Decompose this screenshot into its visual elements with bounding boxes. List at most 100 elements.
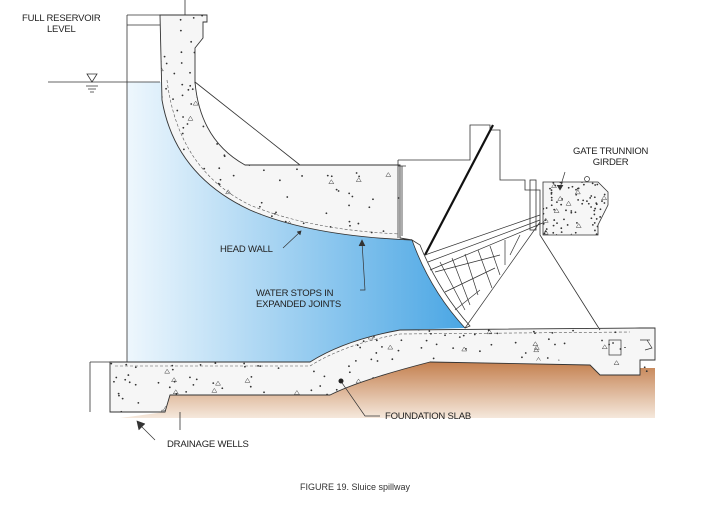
aggregate-dot — [189, 84, 192, 87]
aggregate-dot — [582, 199, 585, 202]
aggregate-dot — [590, 195, 593, 197]
aggregate-triangle — [225, 189, 232, 195]
aggregate-dot — [312, 101, 315, 104]
aggregate-dot — [428, 330, 431, 332]
aggregate-dot — [553, 208, 556, 211]
aggregate-dot — [370, 231, 373, 234]
aggregate-dot — [601, 339, 603, 342]
aggregate-dot — [328, 78, 331, 80]
aggregate-dot — [349, 35, 352, 38]
aggregate-dot — [307, 92, 310, 95]
aggregate-dot — [357, 77, 359, 80]
aggregate-dot — [230, 15, 233, 16]
aggregate-dot — [353, 94, 356, 97]
aggregate-dot — [250, 375, 253, 378]
aggregate-dot — [563, 218, 565, 221]
reservoir-water — [127, 82, 465, 362]
aggregate-dot — [277, 367, 280, 370]
aggregate-dot — [612, 342, 614, 344]
aggregate-dot — [381, 345, 383, 348]
aggregate-dot — [403, 217, 405, 220]
aggregate-dot — [348, 220, 351, 223]
aggregate-dot — [249, 385, 252, 388]
aggregate-dot — [113, 380, 115, 383]
aggregate-dot — [550, 196, 553, 199]
aggregate-dot — [435, 343, 438, 346]
aggregate-dot — [619, 348, 622, 350]
aggregate-dot — [594, 207, 597, 210]
aggregate-dot — [278, 179, 281, 182]
aggregate-dot — [222, 48, 224, 50]
aggregate-dot — [349, 19, 352, 22]
aggregate-dot — [560, 203, 563, 206]
aggregate-dot — [272, 114, 275, 117]
aggregate-dot — [269, 100, 272, 102]
aggregate-dot — [202, 125, 205, 128]
aggregate-dot — [593, 222, 596, 224]
aggregate-dot — [121, 397, 124, 400]
aggregate-dot — [576, 222, 578, 224]
aggregate-triangle — [533, 347, 540, 353]
aggregate-dot — [368, 52, 371, 55]
aggregate-dot — [247, 58, 250, 61]
aggregate-dot — [326, 174, 329, 177]
aggregate-dot — [302, 63, 305, 66]
aggregate-dot — [182, 116, 184, 118]
aggregate-triangle — [575, 223, 582, 228]
aggregate-triangle — [601, 344, 608, 350]
aggregate-dot — [296, 168, 298, 171]
aggregate-dot — [300, 125, 303, 127]
aggregate-triangle — [406, 123, 412, 129]
aggregate-dot — [487, 329, 490, 332]
aggregate-triangle — [367, 334, 374, 340]
aggregate-dot — [313, 370, 315, 373]
aggregate-dot — [222, 105, 225, 108]
aggregate-dot — [351, 195, 354, 198]
aggregate-dot — [544, 219, 547, 222]
aggregate-dot — [134, 383, 137, 386]
aggregate-dot — [324, 132, 327, 134]
aggregate-dot — [277, 114, 280, 117]
aggregate-triangle — [574, 189, 581, 195]
aggregate-triangle — [342, 75, 349, 81]
aggregate-dot — [165, 62, 168, 65]
aggregate-dot — [275, 211, 277, 214]
aggregate-dot — [228, 94, 231, 97]
aggregate-dot — [243, 140, 246, 143]
aggregate-dot — [556, 222, 558, 225]
aggregate-dot — [257, 56, 259, 58]
aggregate-dot — [550, 193, 553, 195]
label-line: LEVEL — [46, 24, 76, 35]
aggregate-dot — [181, 83, 184, 86]
aggregate-dot — [192, 17, 195, 19]
aggregate-dot — [368, 206, 371, 209]
aggregate-dot — [110, 353, 112, 356]
aggregate-dot — [189, 376, 191, 379]
aggregate-triangle — [557, 195, 564, 201]
aggregate-dot — [323, 375, 326, 378]
aggregate-dot — [342, 37, 345, 40]
aggregate-dot — [191, 88, 194, 91]
aggregate-dot — [490, 343, 493, 346]
aggregate-dot — [316, 33, 319, 36]
aggregate-dot — [213, 103, 216, 106]
aggregate-dot — [220, 52, 223, 54]
aggregate-dot — [257, 364, 259, 367]
aggregate-dot — [514, 341, 517, 344]
aggregate-triangle — [219, 69, 226, 75]
aggregate-dot — [358, 175, 361, 178]
aggregate-dot — [550, 204, 553, 207]
aggregate-triangle — [272, 132, 279, 138]
aggregate-dot — [315, 72, 318, 74]
aggregate-dot — [214, 362, 217, 364]
aggregate-dot — [552, 182, 555, 184]
aggregate-dot — [382, 92, 385, 95]
aggregate-triangle — [219, 85, 226, 91]
aggregate-dot — [401, 114, 403, 117]
aggregate-dot — [259, 75, 262, 78]
aggregate-dot — [458, 336, 461, 339]
aggregate-dot — [217, 81, 219, 84]
aggregate-dot — [452, 347, 455, 350]
aggregate-dot — [157, 381, 160, 384]
aggregate-dot — [546, 357, 549, 359]
